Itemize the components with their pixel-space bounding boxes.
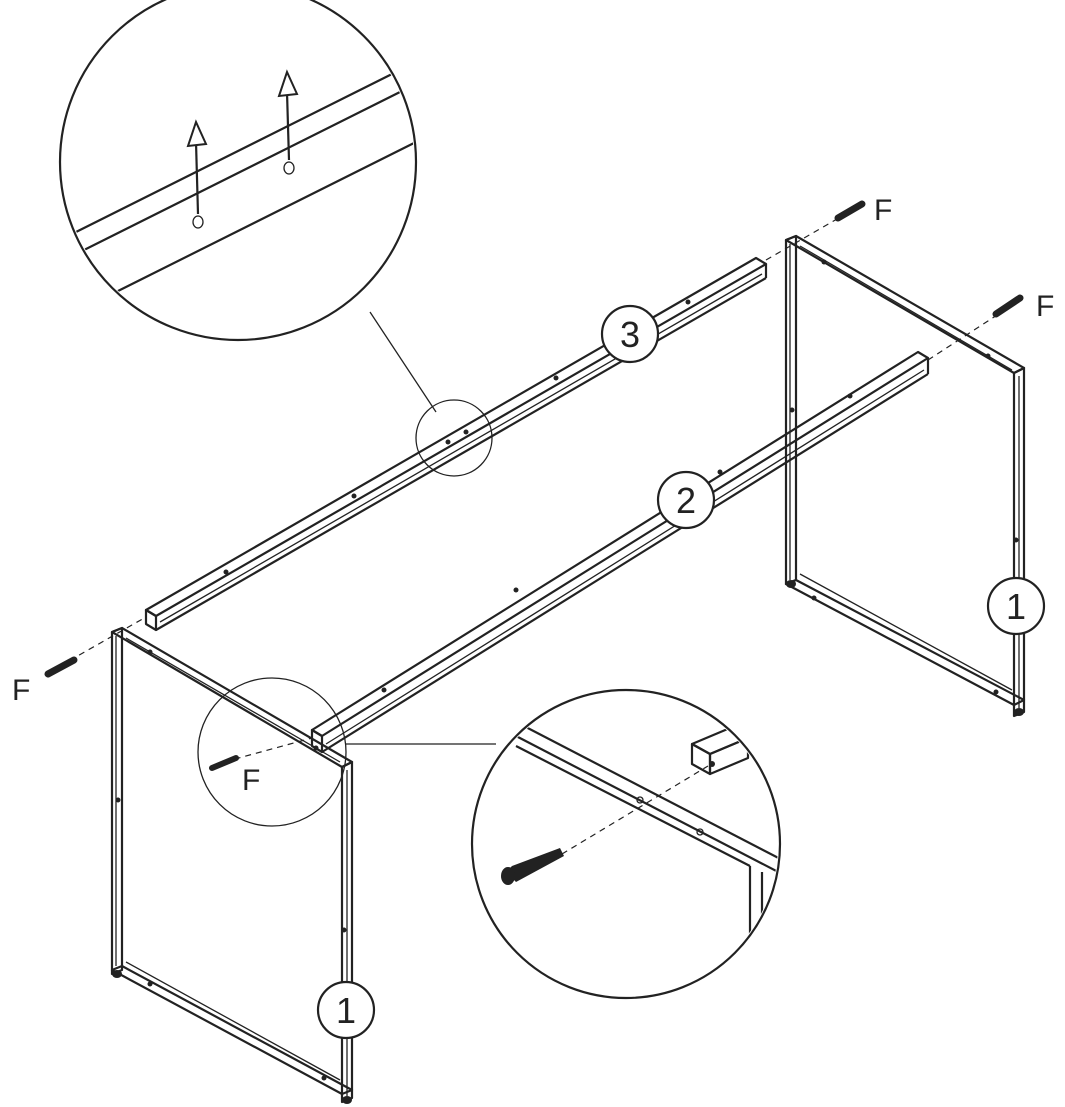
detail-bolt-zoom <box>470 688 782 1000</box>
fastener-label: F <box>242 764 260 797</box>
right-side-frame <box>784 234 1026 718</box>
bolt-icon <box>209 755 239 771</box>
bolt-icon <box>992 294 1024 318</box>
left-side-frame <box>110 626 354 1104</box>
hole-marker <box>283 161 295 175</box>
part-callout-2: 2 <box>656 470 716 530</box>
back-rail <box>144 256 768 632</box>
up-arrow-icon <box>186 119 208 215</box>
part-callout-1-left: 1 <box>316 980 376 1040</box>
part-number-label: 2 <box>676 480 696 521</box>
bolt-icon <box>44 656 78 678</box>
fastener-label: F <box>874 194 892 227</box>
joint-marker-circle <box>197 677 347 827</box>
up-arrow-icon <box>277 69 299 161</box>
detail-holes-zoom <box>58 0 418 342</box>
part-number-label: 1 <box>1006 586 1026 627</box>
bolt-icon <box>834 200 866 222</box>
part-callout-3: 3 <box>600 304 660 364</box>
part-number-label: 1 <box>336 990 356 1031</box>
hole-marker <box>192 215 204 229</box>
fastener-label: F <box>12 674 30 707</box>
detail-leader-line <box>369 311 437 413</box>
part-number-label: 3 <box>620 314 640 355</box>
detail-marker-circle <box>415 399 493 477</box>
front-rail <box>310 350 930 754</box>
part-callout-1-right: 1 <box>986 576 1046 636</box>
bolt-icon <box>501 848 564 885</box>
fastener-label: F <box>1036 290 1054 323</box>
